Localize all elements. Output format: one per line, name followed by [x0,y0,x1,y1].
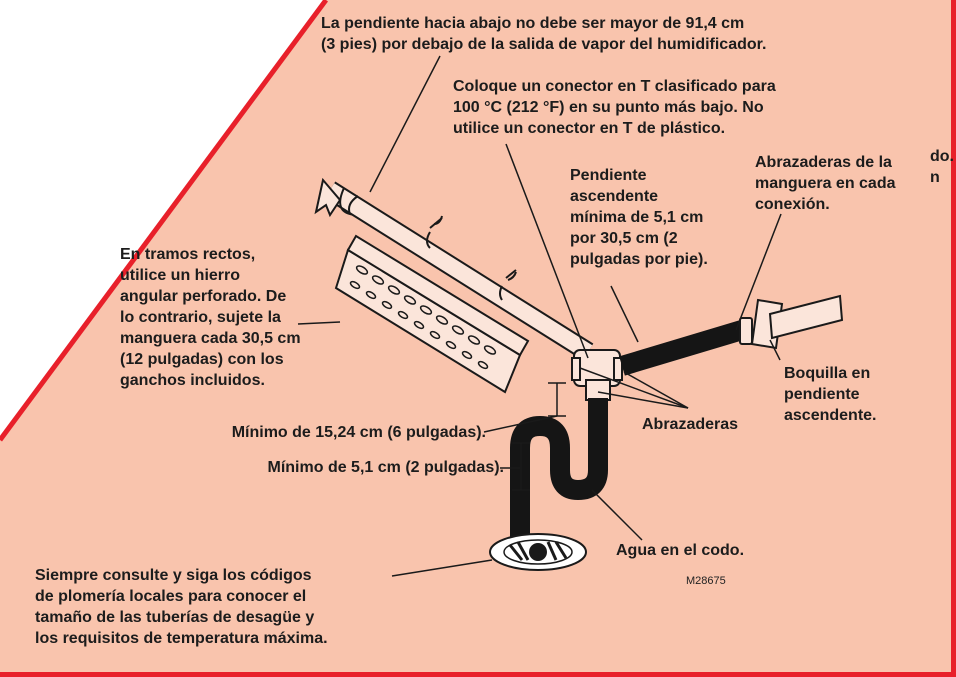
label-line: manguera en cada [755,175,896,192]
tee-connector [571,349,623,401]
label-line: de plomería locales para conocer el [35,588,307,605]
label-line: ascendente [570,188,659,205]
label-line: (12 pulgadas) con los [120,351,284,368]
label-line: angular perforado. De [120,288,287,305]
label-line: utilice un conector en T de plástico. [453,120,726,137]
label-line: Siempre consulte y siga los códigos [35,567,312,584]
label-line: tamaño de las tuberías de desagüe y [35,609,315,626]
label-nozzle: Boquilla en pendiente ascendente. [784,363,876,426]
label-line: Abrazaderas de la [755,154,892,171]
label-line: por 30,5 cm (2 [570,230,678,247]
perforated-angle-iron [334,234,530,394]
label-line: lo contrario, sujete la [120,309,281,326]
edge-fragment-line: n [930,169,940,186]
label-clamps: Abrazaderas [642,416,739,433]
label-plumbing-codes: Siempre consulte y siga los códigos de p… [35,565,328,649]
label-line: Coloque un conector en T clasificado par… [453,78,776,95]
label-min-15: Mínimo de 15,24 cm (6 pulgadas). [231,424,486,441]
figure-code: M28675 [686,575,726,587]
drain-trap [510,398,608,540]
label-line: ganchos incluidos. [120,372,265,389]
label-min-5: Mínimo de 5,1 cm (2 pulgadas). [267,459,505,476]
label-line: manguera cada 30,5 cm [120,330,301,347]
dimension-lines [512,382,566,491]
nozzle [739,294,844,350]
floor-drain [489,533,587,571]
label-line: mínima de 5,1 cm [570,209,704,226]
label-line: pulgadas por pie). [570,251,708,268]
label-line: En tramos rectos, [120,246,256,263]
label-water-trap: Agua en el codo. [616,542,745,559]
edge-fragment-line: do. [930,148,954,165]
label-straight-runs: En tramos rectos, utilice un hierro angu… [120,244,301,391]
label-line: Boquilla en [784,365,871,382]
label-line: conexión. [755,196,830,213]
edge-fragment-text: do. n [930,146,954,188]
label-line: ascendente. [784,407,877,424]
label-hose-clamps: Abrazaderas de la manguera en cada conex… [755,152,896,215]
label-upward-slope: Pendiente ascendente mínima de 5,1 cm po… [570,165,708,270]
leader-lines [297,55,782,577]
label-line: utilice un hierro [120,267,241,284]
label-tee-connector: Coloque un conector en T clasificado par… [453,76,776,139]
label-line: los requisitos de temperatura máxima. [35,630,328,647]
panel-border [0,0,329,442]
label-line: Pendiente [570,167,647,184]
label-slope-max: La pendiente hacia abajo no debe ser may… [321,13,766,55]
label-line: La pendiente hacia abajo no debe ser may… [321,15,745,32]
label-line: (3 pies) por debajo de la salida de vapo… [321,36,767,53]
label-line: pendiente [784,386,860,403]
black-hose-upslope [619,320,745,376]
label-line: 100 °C (212 °F) en su punto más bajo. No [453,99,764,116]
hose-hooks [339,187,517,301]
white-hose [314,177,594,361]
